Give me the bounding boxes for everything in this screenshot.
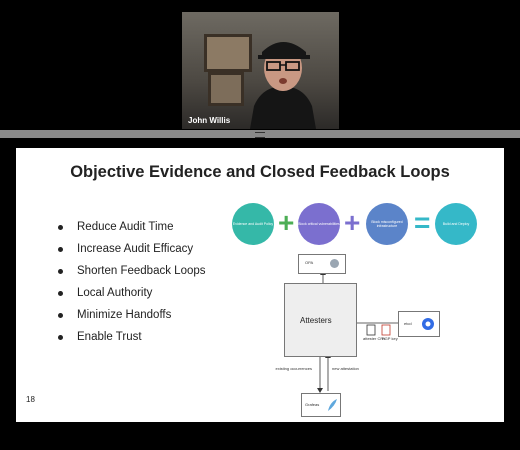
- equation-circle-4: Build and Deploy: [435, 203, 477, 245]
- etcd-box: etcd: [398, 311, 440, 337]
- opa-icon: [330, 259, 339, 268]
- slide-page-number: 18: [26, 395, 35, 404]
- plus-icon: +: [344, 207, 361, 238]
- kubernetes-icon: [422, 318, 434, 330]
- document-icon: [366, 324, 376, 336]
- bullet-item: Shorten Feedback Loops: [58, 260, 206, 282]
- bullet-item: Minimize Handoffs: [58, 304, 206, 326]
- bullet-item: Increase Audit Efficacy: [58, 238, 206, 260]
- participant-video: John Willis: [182, 12, 339, 129]
- wall-picture-frame: [204, 34, 252, 72]
- equation-circle-3: Block misconfigured infrastructure: [366, 203, 408, 245]
- participant-name: John Willis: [188, 116, 231, 125]
- bullet-icon: [58, 334, 63, 340]
- equation-circle-2: Block critical vulnerabilities: [298, 203, 340, 245]
- wall-picture-frame-small: [208, 72, 244, 106]
- diagram-connectors: [317, 270, 398, 393]
- bullet-icon: [58, 312, 63, 318]
- grafeas-feather-icon: [328, 399, 337, 411]
- bullet-icon: [58, 268, 63, 274]
- bullet-item: Reduce Audit Time: [58, 216, 206, 238]
- presentation-slide: Objective Evidence and Closed Feedback L…: [16, 148, 504, 422]
- opa-box: OPA: [298, 254, 346, 274]
- attesters-box: Attesters: [284, 283, 357, 357]
- grafeas-box: Grafeas: [301, 393, 341, 417]
- panel-resize-bar[interactable]: [0, 130, 520, 138]
- equation-circle-1: Evidence and Audit Policy: [232, 203, 274, 245]
- equals-icon: =: [414, 207, 431, 238]
- bullet-item: Enable Trust: [58, 326, 206, 348]
- slide-title: Objective Evidence and Closed Feedback L…: [70, 163, 450, 181]
- bullet-icon: [58, 224, 63, 230]
- pdf-key-icon: [381, 324, 391, 336]
- bullet-list: Reduce Audit Time Increase Audit Efficac…: [58, 216, 206, 348]
- plus-icon: +: [278, 207, 295, 238]
- bullet-icon: [58, 246, 63, 252]
- drag-handle-icon[interactable]: [255, 132, 265, 138]
- bullet-icon: [58, 290, 63, 296]
- participant-silhouette: [250, 42, 316, 129]
- bullet-item: Local Authority: [58, 282, 206, 304]
